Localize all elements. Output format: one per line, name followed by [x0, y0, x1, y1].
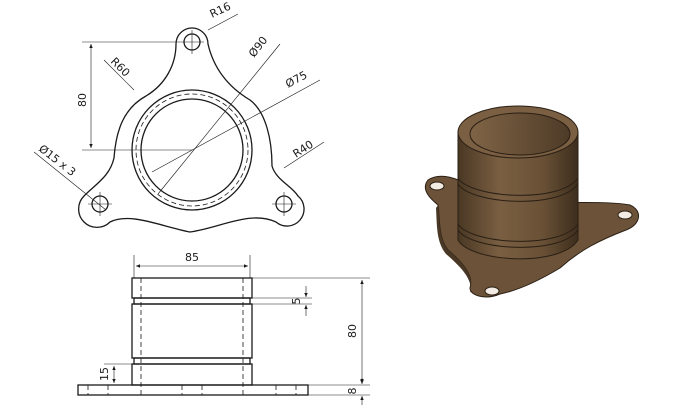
- dim-5: 5: [290, 298, 303, 305]
- dim-85: 85: [185, 251, 199, 264]
- top-ring: [131, 277, 253, 299]
- isometric-render: [424, 105, 639, 298]
- mid-section: [131, 303, 253, 359]
- render-bore: [469, 112, 571, 156]
- flange-outline: [77, 27, 305, 233]
- front-view: 85 5 80 8 15: [77, 251, 370, 405]
- render-hole-bottom: [484, 286, 500, 296]
- lower-section: [131, 363, 253, 386]
- render-hole-right: [617, 210, 633, 220]
- top-view: 80 R16 R60 Ø90 Ø75 R40 Ø15 x 3: [33, 0, 325, 233]
- dim-d75: Ø75: [283, 69, 309, 91]
- dim-15: 15: [98, 367, 111, 381]
- dim-80-front: 80: [346, 324, 359, 338]
- dim-r60: R60: [108, 55, 132, 79]
- dim-holes: Ø15 x 3: [36, 142, 78, 179]
- dim-80-top: 80: [76, 93, 89, 107]
- base-plate: [77, 384, 309, 396]
- dim-r40: R40: [291, 138, 316, 161]
- dim-r16: R16: [208, 0, 233, 21]
- dim-8: 8: [346, 388, 359, 395]
- render-hole-left: [429, 181, 445, 191]
- dim-d90: Ø90: [246, 34, 270, 60]
